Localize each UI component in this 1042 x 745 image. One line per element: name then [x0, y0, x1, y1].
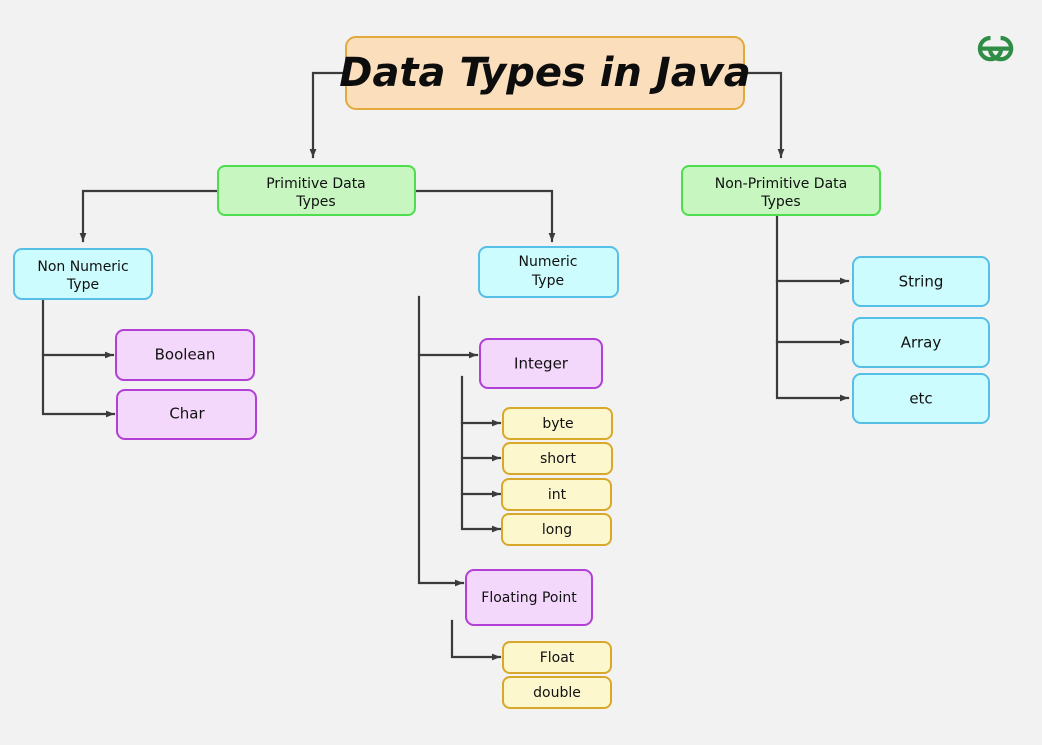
node-float[interactable]: Float: [502, 641, 612, 674]
node-floating-point[interactable]: Floating Point: [465, 569, 593, 626]
node-non-numeric-label-line2: Type: [66, 277, 99, 293]
node-non-primitive-label-line2: Types: [760, 194, 800, 210]
node-numeric-label-line1: Numeric: [519, 254, 578, 270]
node-char-label: Char: [169, 405, 205, 423]
connector-non-primitive-to-etc: [775, 340, 850, 402]
node-boolean-box: [115, 329, 255, 381]
node-boolean-label: Boolean: [155, 346, 216, 364]
connector-integer-to-long: [460, 492, 502, 533]
node-short-label: short: [540, 451, 576, 467]
node-title-box: [345, 36, 745, 110]
node-string[interactable]: String: [852, 256, 990, 307]
node-array[interactable]: Array: [852, 317, 990, 368]
node-float-box: [502, 641, 612, 674]
node-numeric-box: [478, 246, 619, 298]
node-primitive-label-line1: Primitive Data: [266, 176, 366, 192]
node-double[interactable]: double: [502, 676, 612, 709]
node-non-numeric-label-line1: Non Numeric: [37, 259, 128, 275]
connector-primitive-to-non-numeric: [79, 189, 220, 243]
node-etc-box: [852, 373, 990, 424]
node-char-box: [116, 389, 257, 440]
connector-floating-point-to-float: [450, 619, 502, 661]
node-etc[interactable]: etc: [852, 373, 990, 424]
node-etc-label: etc: [909, 390, 932, 408]
node-double-label: double: [533, 685, 581, 701]
node-non-numeric-box: [13, 248, 153, 300]
node-primitive-box: [217, 165, 416, 216]
node-numeric-type[interactable]: Numeric Type: [478, 246, 619, 298]
node-non-numeric-type[interactable]: Non Numeric Type: [13, 248, 153, 300]
node-integer-label: Integer: [514, 355, 569, 373]
geeksforgeeks-logo-icon: [977, 35, 1004, 62]
node-long-box: [501, 513, 612, 546]
connector-title-to-non-primitive: [743, 71, 785, 159]
node-title-label: Data Types in Java: [339, 50, 751, 96]
node-string-box: [852, 256, 990, 307]
node-array-box: [852, 317, 990, 368]
node-int-label: int: [548, 487, 567, 503]
connector-non-numeric-to-char: [41, 353, 116, 418]
node-float-label: Float: [540, 650, 575, 666]
node-byte-box: [502, 407, 613, 440]
node-boolean[interactable]: Boolean: [115, 329, 255, 381]
node-integer[interactable]: Integer: [479, 338, 603, 389]
node-long[interactable]: long: [501, 513, 612, 546]
node-non-primitive-label-line1: Non-Primitive Data: [715, 176, 848, 192]
node-array-label: Array: [901, 334, 942, 352]
node-byte-label: byte: [542, 416, 573, 432]
node-primitive-label-line2: Types: [295, 194, 335, 210]
geeksforgeeks-logo-icon-right: [987, 35, 1014, 62]
node-long-label: long: [542, 522, 572, 538]
geeksforgeeks-logo[interactable]: [977, 35, 1014, 62]
node-integer-box: [479, 338, 603, 389]
node-int-box: [501, 478, 612, 511]
node-floating-point-label: Floating Point: [481, 590, 577, 606]
node-byte[interactable]: byte: [502, 407, 613, 440]
node-string-label: String: [899, 273, 944, 291]
node-non-primitive-data-types[interactable]: Non-Primitive Data Types: [681, 165, 881, 216]
connector-primitive-to-numeric: [413, 189, 556, 243]
node-floating-point-box: [465, 569, 593, 626]
node-int[interactable]: int: [501, 478, 612, 511]
node-short[interactable]: short: [502, 442, 613, 475]
node-double-box: [502, 676, 612, 709]
node-primitive-data-types[interactable]: Primitive Data Types: [217, 165, 416, 216]
node-short-box: [502, 442, 613, 475]
connector-numeric-to-floating-point: [417, 353, 465, 587]
node-numeric-label-line2: Type: [531, 273, 564, 289]
node-non-primitive-box: [681, 165, 881, 216]
node-title[interactable]: Data Types in Java: [339, 36, 751, 110]
connector-title-to-primitive: [309, 71, 347, 159]
node-char[interactable]: Char: [116, 389, 257, 440]
